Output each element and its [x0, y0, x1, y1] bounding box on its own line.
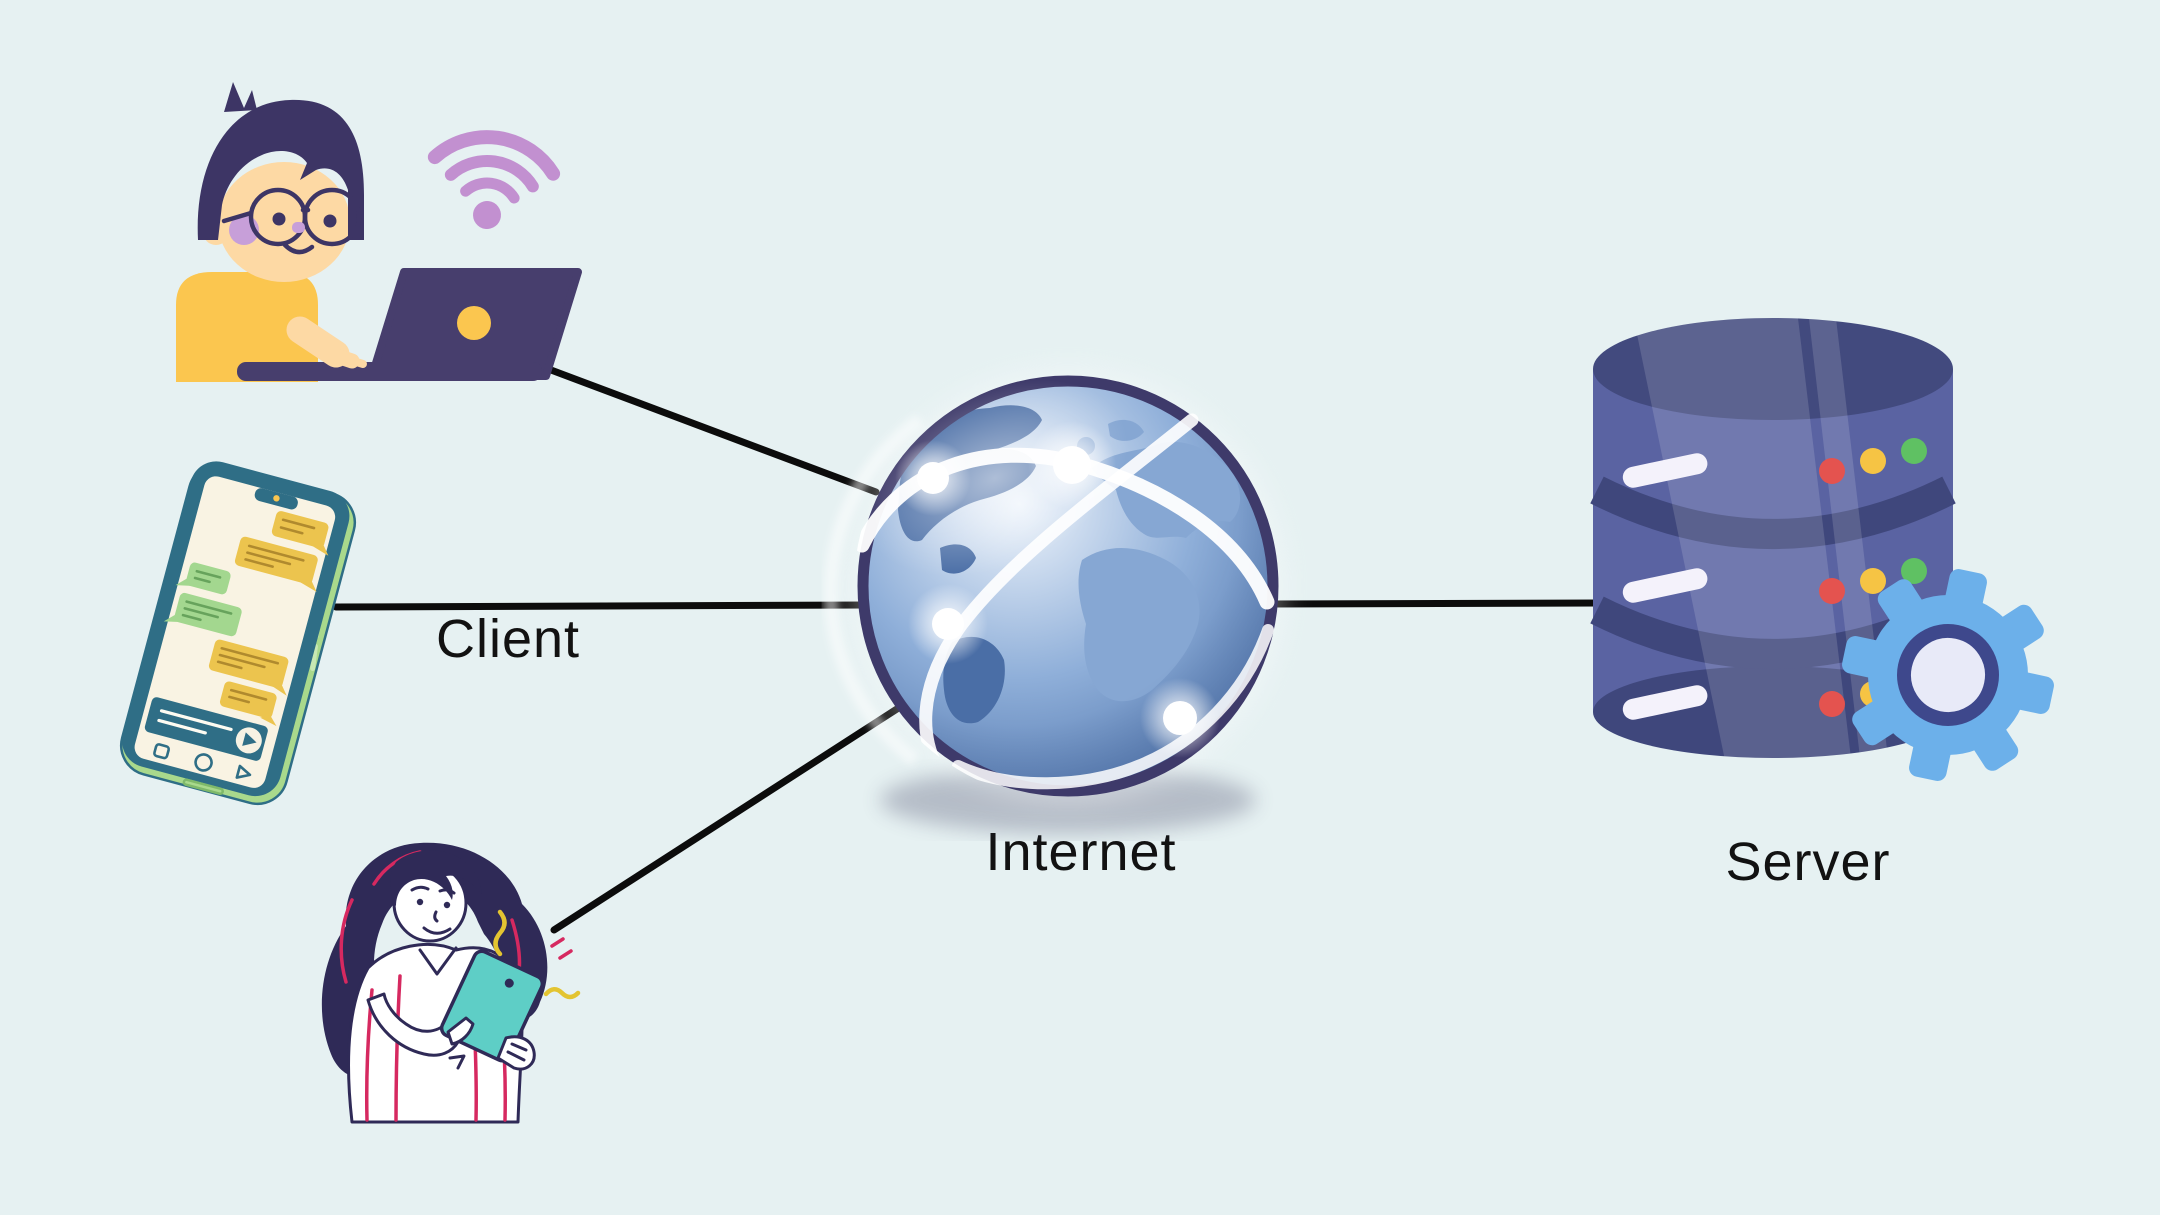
boy-eye-left — [272, 212, 286, 226]
woman-front-hair — [390, 850, 482, 906]
connector-internet-server — [1259, 599, 1604, 608]
globe-outer-glow-arc — [823, 414, 925, 766]
connector-tablet-internet — [550, 703, 904, 934]
server-top-cap — [1593, 318, 1953, 420]
client-tablet-user-illustration — [321, 842, 581, 1124]
woman-eye-right — [443, 901, 451, 909]
shirt-collar — [418, 946, 458, 976]
phone-nav-buttons — [153, 743, 252, 779]
phone-bottom-lip — [182, 778, 224, 795]
boy-shirt — [176, 272, 318, 382]
client-laptop-user-illustration — [176, 82, 582, 382]
chat-input-bar — [144, 697, 268, 761]
boy-eye-right — [323, 214, 337, 228]
database-server-icon — [1590, 318, 2054, 781]
phone-camera-dot — [273, 495, 280, 502]
boy-pointing-arm — [286, 316, 367, 369]
client-smartphone-illustration — [119, 461, 357, 806]
woman-pointing-hand — [446, 1016, 475, 1046]
chat-bubbles — [163, 511, 329, 727]
hand-finger-lines — [506, 1042, 528, 1062]
connector-lines — [332, 366, 1604, 934]
woman-eye-left — [416, 898, 424, 906]
laptop-icon — [237, 268, 582, 381]
globe-rim — [857, 375, 1279, 797]
laptop-logo-dot — [457, 306, 491, 340]
boy-glasses — [221, 187, 362, 247]
gear-icon — [1842, 569, 2054, 781]
boy-hair — [197, 99, 364, 240]
connector-laptop-internet — [547, 366, 880, 496]
tablet-sparkle-squiggles — [493, 909, 581, 1000]
boy-mouth — [282, 242, 315, 255]
shirt-stripes — [364, 974, 508, 1122]
boy-hair-tuft — [224, 82, 257, 112]
wifi-icon — [427, 130, 561, 229]
server-label: Server — [1725, 832, 1890, 892]
server-tier-separator-1 — [1590, 476, 1956, 549]
gear-center-hole — [1897, 624, 1999, 726]
client-label: Client — [436, 609, 580, 669]
sleeve-fold-mark — [448, 1054, 466, 1070]
tablet-camera-dot — [504, 978, 514, 988]
connector-phone-internet — [332, 601, 872, 611]
globe-gloss-highlight — [862, 379, 1128, 577]
server-drive-bars — [1622, 453, 1708, 720]
boy-nose — [292, 222, 305, 233]
globe-network-icon — [823, 370, 1284, 834]
laptop-base — [237, 362, 542, 381]
